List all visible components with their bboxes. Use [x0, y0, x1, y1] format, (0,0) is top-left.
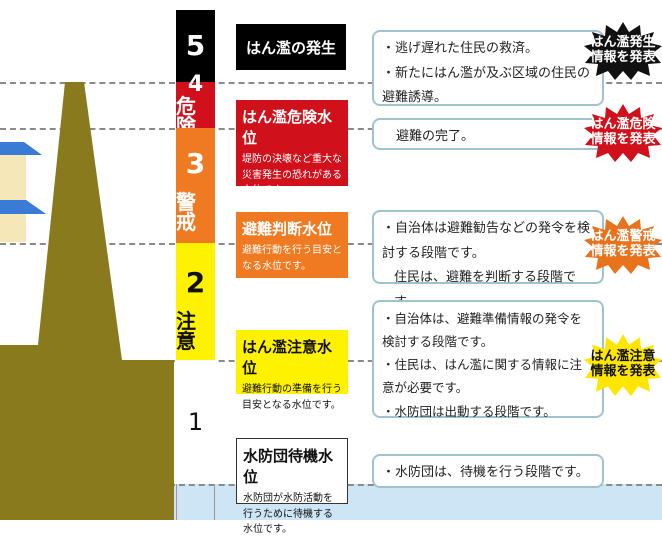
- starburst-icon: [584, 22, 662, 80]
- house-wall-bottom: [0, 214, 26, 242]
- badge-flood-occurrence-line2: 情報を発表: [590, 50, 656, 65]
- badge-flood-warning-line2: 情報を発表: [590, 244, 656, 259]
- note-level2-line-1: ・自治体は、避難準備情報の発令を検討する段階です。: [382, 311, 583, 350]
- badge-flood-occurrence-line1: はん濫発生: [590, 35, 656, 51]
- level-5-cell: 5: [176, 10, 215, 82]
- note-level5-line-1: ・逃げ遅れた住民の救済。: [382, 41, 539, 56]
- house-wall-top: [0, 155, 26, 200]
- note-level4: 避難の完了。: [372, 118, 604, 150]
- note-level5: ・逃げ遅れた住民の救済。 ・新たにはん濫が及ぶ区域の住民の避難誘導。: [372, 30, 604, 106]
- card-level5: はん濫の発生: [236, 24, 346, 70]
- level-3-cell: 3 警戒: [176, 128, 215, 243]
- badge-flood-danger-line2: 情報を発表: [590, 132, 656, 147]
- level-line-5: [0, 82, 662, 84]
- card-level1: 水防団待機水位 水防団が水防活動を行うために待機する水位です。: [236, 438, 348, 535]
- level-3-name: 警戒: [176, 190, 196, 234]
- note-level2-line-2: ・住民は、はん濫に関する情報に注意が必要です。: [382, 357, 583, 396]
- level-4-number: 4: [187, 72, 204, 97]
- note-level4-line-1: 避難の完了。: [396, 129, 475, 144]
- card-level2-desc: 避難行動の準備を行う目安となる水位です。: [242, 384, 342, 411]
- card-level5-title: はん濫の発生: [245, 38, 336, 57]
- card-level1-title: 水防団待機水位: [243, 447, 334, 486]
- riverbank-illustration: [0, 82, 174, 520]
- house-roof-top: [0, 142, 42, 155]
- badge-flood-caution-line1: はん濫注意: [590, 349, 656, 365]
- note-level3-line-1: ・自治体は避難勧告などの発令を検討する段階です。: [382, 221, 591, 261]
- badge-flood-warning: はん濫警戒情報を発表: [584, 216, 662, 274]
- starburst-icon: [584, 334, 662, 396]
- level-4-cell: 4 危険: [176, 74, 215, 136]
- note-level3: ・自治体は避難勧告などの発令を検討する段階です。 住民は、避難を判断する段階です…: [372, 210, 604, 310]
- note-level1-line-1: ・水防団は、待機を行う段階です。: [382, 465, 589, 480]
- note-level5-line-2: ・新たにはん濫が及ぶ区域の住民の避難誘導。: [382, 65, 591, 106]
- card-level2: はん濫注意水位 避難行動の準備を行う目安となる水位です。: [236, 330, 348, 411]
- note-level1: ・水防団は、待機を行う段階です。: [372, 454, 604, 488]
- starburst-icon: [584, 216, 662, 274]
- starburst-icon: [584, 104, 662, 162]
- card-level4-title: はん濫危険水位: [242, 108, 333, 147]
- card-level3-title: 避難判断水位: [242, 220, 333, 238]
- card-level3-desc: 避難行動を行う目安となる水位です。: [242, 245, 342, 272]
- note-level2-line-3: ・水防団は出動する段階です。: [382, 403, 556, 419]
- house-roof-bottom: [0, 200, 46, 214]
- badge-flood-caution: はん濫注意情報を発表: [584, 334, 662, 396]
- note-level2: ・自治体は、避難準備情報の発令を検討する段階です。 ・住民は、はん濫に関する情報…: [372, 300, 604, 419]
- level-5-number: 5: [185, 29, 206, 62]
- level-2-cell: 2 注意: [176, 243, 215, 360]
- badge-flood-warning-line1: はん濫警戒: [590, 229, 656, 245]
- level-1-number: 1: [187, 408, 204, 436]
- badge-flood-caution-line2: 情報を発表: [590, 364, 656, 379]
- level-2-name: 注意: [176, 309, 196, 353]
- badge-flood-occurrence: はん濫発生情報を発表: [584, 22, 662, 80]
- embankment: [0, 82, 174, 520]
- card-level2-title: はん濫注意水位: [242, 338, 333, 377]
- level-1-cell: 1: [176, 360, 215, 484]
- card-level4: はん濫危険水位 堤防の決壊など重大な災害発生の恐れがある水位です: [236, 100, 348, 196]
- level-3-number: 3: [185, 147, 206, 180]
- card-level4-desc: 堤防の決壊など重大な災害発生の恐れがある水位です: [242, 154, 342, 196]
- card-level3: 避難判断水位 避難行動を行う目安となる水位です。: [236, 212, 348, 278]
- level-2-number: 2: [185, 266, 206, 299]
- badge-flood-danger-line1: はん濫危険: [590, 117, 656, 133]
- card-level1-desc: 水防団が水防活動を行うために待機する水位です。: [243, 493, 333, 535]
- badge-flood-danger: はん濫危険情報を発表: [584, 104, 662, 162]
